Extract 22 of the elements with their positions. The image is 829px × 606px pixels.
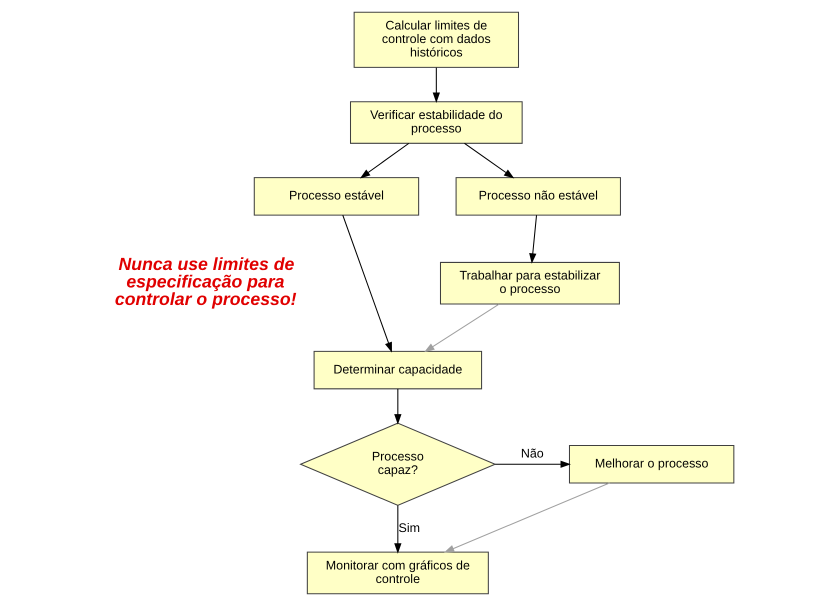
node-box: Processo estável [253,177,419,216]
arrow [394,388,401,425]
label: Nunca use limites de especificação para controlar o processo! [114,254,296,310]
arrow [394,506,401,554]
arrow [528,215,537,264]
arrow [494,460,570,468]
arrow [443,482,610,553]
edge-label: Não [520,446,544,461]
arrow [342,214,392,353]
node-diamond: Processo capaz? [298,422,496,506]
node-box: Calcular limites de controle com dados históricos [353,12,519,68]
arrow [359,142,409,178]
arrow [424,304,499,352]
node-box: Determinar capacidade [313,350,482,390]
node-box: Monitorar com gráficos de controle [306,552,488,594]
edge-label: Sim [398,520,420,535]
arrow [464,142,514,178]
arrow [432,68,440,103]
node-box: Processo não estável [455,177,620,216]
node-box: Trabalhar para estabilizar o processo [439,262,620,305]
node-box: Verificar estabilidade do processo [349,101,522,144]
node-box: Melhorar o processo [568,445,734,484]
